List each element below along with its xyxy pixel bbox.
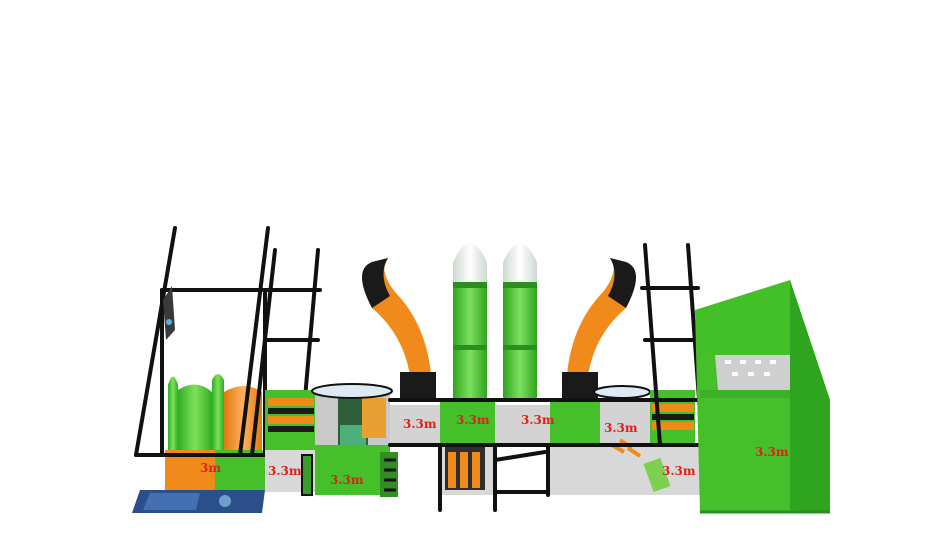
far-right-slide — [695, 280, 830, 514]
dimension-label: 3.3m — [456, 413, 490, 427]
dimension-label: 3.3m — [330, 473, 364, 487]
dimension-label: 3.3m — [521, 413, 555, 427]
right-section — [593, 243, 705, 495]
dimension-label: 3m — [200, 461, 221, 475]
dimension-label: 3.3m — [755, 445, 789, 459]
left-center-block — [265, 383, 398, 497]
dimension-label: 3.3m — [604, 421, 638, 435]
left-tower — [132, 226, 322, 513]
center-section — [362, 243, 636, 512]
dimension-label: 3.3m — [662, 464, 696, 478]
dimension-label: 3.3m — [268, 464, 302, 478]
dimension-label: 3.3m — [403, 417, 437, 431]
